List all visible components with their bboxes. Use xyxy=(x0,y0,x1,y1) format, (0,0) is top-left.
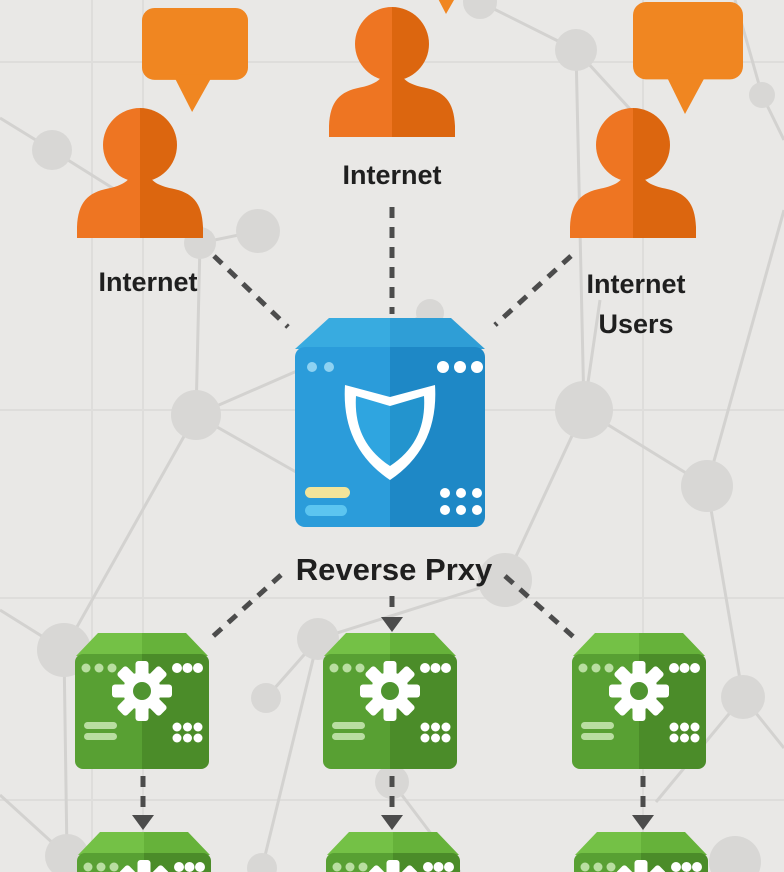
gear-box-icon xyxy=(76,831,212,872)
gear-box-icon xyxy=(571,632,707,770)
person-icon xyxy=(329,7,455,137)
gear-box-icon xyxy=(573,831,709,872)
user-middle-label: Internet xyxy=(342,160,442,190)
proxy-bar-yellow xyxy=(305,487,350,498)
gear-box-icon xyxy=(74,632,210,770)
gear-box-icon xyxy=(322,632,458,770)
connector-proxy-to-server-3 xyxy=(503,574,579,642)
speech-bubble-icon xyxy=(633,2,743,114)
user-right-label: Internet Users xyxy=(586,269,686,339)
speech-bubble-icon xyxy=(142,8,248,112)
connector-user-left-to-proxy xyxy=(212,254,290,329)
proxy-bar-blue xyxy=(305,505,347,516)
user-left-label: Internet xyxy=(98,267,198,297)
proxy-status-dots xyxy=(437,361,483,515)
connector-proxy-to-server-1 xyxy=(208,573,283,641)
reverse-proxy-label: Reverse Prxy xyxy=(295,552,493,587)
shield-icon xyxy=(344,385,436,480)
person-icon xyxy=(77,108,203,238)
proxy-box-lid xyxy=(295,318,485,349)
proxy-accent-dots xyxy=(307,362,334,372)
connector-arrowheads xyxy=(132,617,654,830)
connector-user-right-to-proxy xyxy=(493,254,573,327)
gear-box-icon xyxy=(325,831,461,872)
person-icon xyxy=(570,108,696,238)
reverse-proxy-icon xyxy=(295,318,485,527)
